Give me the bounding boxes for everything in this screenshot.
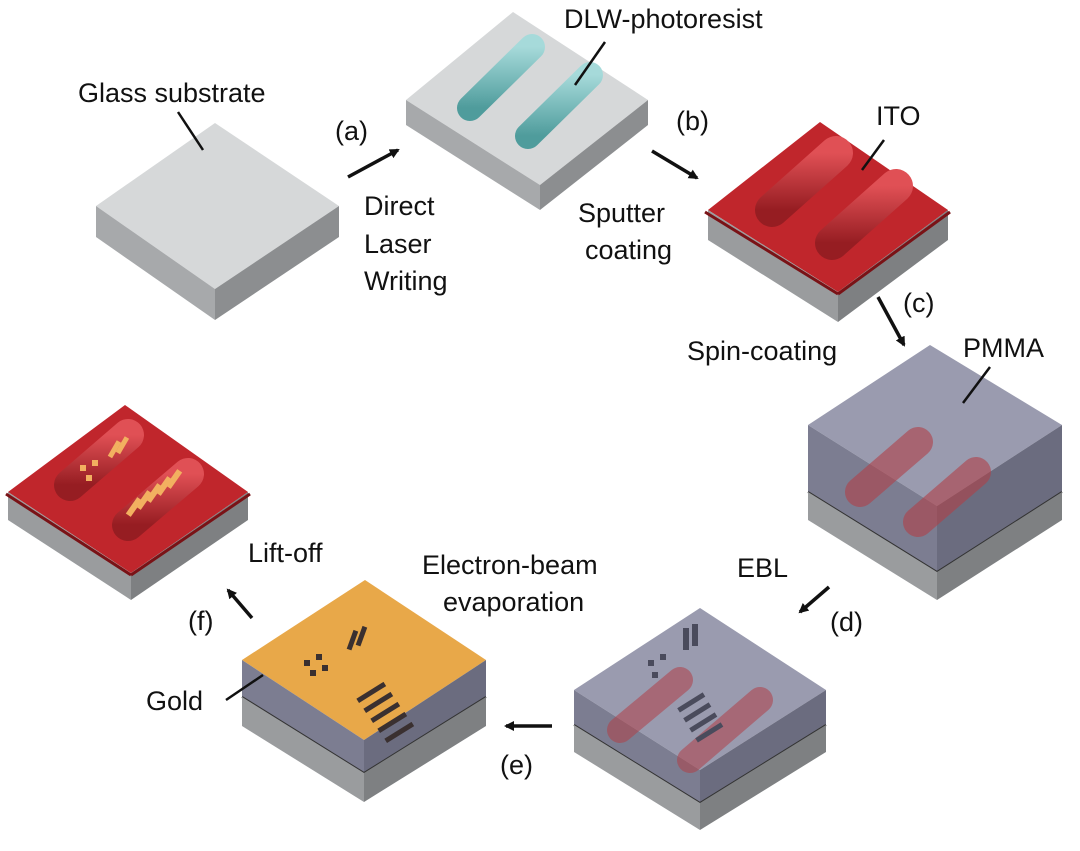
label-pmma: PMMA — [963, 333, 1044, 363]
pointer-pmma — [962, 366, 991, 404]
ito-rod-2 — [815, 169, 913, 260]
arrow-step-b — [651, 149, 699, 180]
step-c-tag: (c) — [903, 288, 934, 318]
step-a-line-2: Laser — [364, 229, 432, 259]
arrow-step-c — [876, 296, 906, 347]
step-d-tag: (d) — [830, 607, 863, 637]
block-ito — [704, 122, 951, 322]
glass-right-face — [215, 206, 339, 320]
label-dlw-photoresist: DLW-photoresist — [564, 4, 763, 34]
label-glass-substrate: Glass substrate — [78, 78, 266, 108]
ito-rod-1 — [755, 136, 853, 227]
glass-top-face — [96, 123, 339, 289]
label-ito: ITO — [876, 101, 921, 131]
block-pmma — [807, 345, 1063, 600]
pointer-photoresist — [573, 41, 607, 86]
block-glass-substrate — [96, 123, 339, 320]
step-a-line-1: Direct — [364, 191, 435, 221]
pointer-ito — [860, 139, 886, 171]
step-f-tag: (f) — [188, 606, 213, 636]
label-gold: Gold — [146, 686, 203, 716]
step-f-line-1: Lift-off — [248, 538, 323, 568]
step-c-line-1: Spin-coating — [687, 336, 837, 366]
step-b-line-2: coating — [585, 235, 672, 265]
step-d-line-1: EBL — [737, 553, 788, 583]
step-e-line-1: Electron-beam — [422, 550, 598, 580]
step-b-line-1: Sputter — [578, 198, 665, 228]
block-gold — [241, 580, 487, 802]
step-e-line-2: evaporation — [443, 587, 584, 617]
photoresist-rod-1 — [457, 34, 545, 121]
step-b-tag: (b) — [676, 106, 709, 136]
arrow-step-f — [226, 588, 254, 620]
glass-left-face — [96, 206, 215, 320]
step-a-tag: (a) — [335, 116, 368, 146]
step-a-line-3: Writing — [364, 266, 448, 296]
block-ebl — [573, 608, 827, 830]
step-e-tag: (e) — [500, 750, 533, 780]
block-lift-off-result — [5, 405, 251, 600]
pointer-glass — [176, 111, 205, 151]
block-dlw-photoresist — [406, 12, 648, 210]
pointer-gold — [225, 673, 264, 702]
arrow-step-a — [347, 148, 400, 179]
arrow-step-d — [798, 585, 831, 614]
photoresist-rod-2 — [515, 62, 603, 149]
